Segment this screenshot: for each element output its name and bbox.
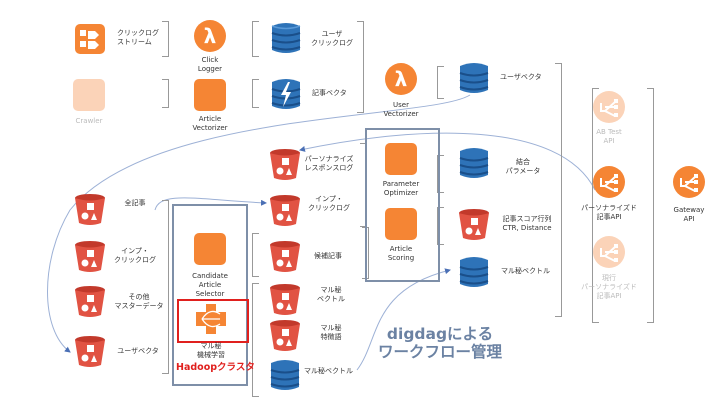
- label-crawler: Crawler: [75, 117, 103, 125]
- s3-bucket-icon[interactable]: [73, 285, 107, 319]
- wire-bracket-to-response-log: [299, 132, 596, 191]
- s3-bucket-icon[interactable]: [73, 193, 107, 227]
- label-article-scoring: Article Scoring: [387, 245, 415, 262]
- label-candidate-articles: 候補記事: [314, 252, 342, 260]
- bracket: [437, 207, 444, 245]
- s3-bucket-icon[interactable]: [268, 283, 302, 317]
- kinesis-stream-icon[interactable]: [75, 24, 105, 54]
- label-personalized-api: パーソナライズド 記事API: [581, 204, 637, 221]
- label-user-vectorizer: User Vectorizer: [383, 101, 419, 118]
- label-user-vector-s3: ユーザベクタ: [117, 347, 159, 355]
- compute-instance-icon[interactable]: [73, 79, 105, 111]
- label-all-articles: 全記事: [124, 199, 146, 207]
- load-balancer-icon[interactable]: [593, 166, 625, 198]
- label-imp-click-log-upper: インプ・ クリックログ: [308, 195, 350, 212]
- label-user-vector: ユーザベクタ: [500, 73, 542, 81]
- bracket: [252, 79, 259, 108]
- digdag-workflow-label: digdagによる ワークフロー管理: [378, 325, 503, 361]
- bracket: [437, 66, 444, 99]
- label-combined-params: 結合 パラメータ: [505, 158, 541, 175]
- wire-secretvector-to-db: [356, 268, 451, 371]
- dynamodb-icon[interactable]: [457, 255, 491, 289]
- label-secret-vector-db: マル秘ベクトル: [501, 267, 550, 275]
- s3-bucket-icon[interactable]: [268, 319, 302, 353]
- digdag-frame: [365, 128, 440, 282]
- label-candidate-selector: Candidate Article Selector: [192, 272, 228, 298]
- label-ab-test-api: AB Test API: [596, 128, 622, 145]
- label-gateway-api: Gateway API: [673, 206, 705, 223]
- s3-bucket-icon[interactable]: [73, 335, 107, 369]
- svg-text:λ: λ: [395, 67, 408, 91]
- svg-text:λ: λ: [204, 24, 217, 48]
- s3-bucket-icon[interactable]: [268, 148, 302, 182]
- bracket: [555, 63, 562, 317]
- load-balancer-icon[interactable]: [593, 91, 625, 123]
- bracket: [252, 283, 259, 397]
- label-secret-vector-s3: マル秘 ベクトル: [317, 286, 345, 303]
- s3-bucket-icon[interactable]: [268, 194, 302, 228]
- dynamodb-stream-icon[interactable]: [269, 77, 303, 111]
- compute-instance-icon[interactable]: [194, 79, 226, 111]
- hadoop-frame: [172, 204, 248, 386]
- bracket: [252, 21, 259, 57]
- label-click-stream: クリックログ ストリーム: [117, 29, 159, 46]
- label-secret-features: マル秘 特徴語: [320, 324, 342, 341]
- compute-instance-icon[interactable]: [194, 233, 226, 265]
- label-secret-vector-db2: マル秘ベクトル: [304, 367, 353, 375]
- label-personalize-response-log: パーソナライズ レスポンスログ: [304, 155, 354, 172]
- label-secret-ml: マル秘 機械学習: [197, 342, 225, 359]
- load-balancer-icon[interactable]: [673, 166, 705, 198]
- hadoop-cluster-label: Hadoopクラスタ: [176, 362, 255, 373]
- s3-bucket-icon[interactable]: [457, 208, 491, 242]
- bracket: [162, 200, 169, 374]
- wire-uservector-to-s3: [47, 94, 471, 353]
- label-article-vectorizer: Article Vectorizer: [192, 115, 228, 132]
- bracket: [162, 79, 169, 108]
- dynamodb-icon[interactable]: [457, 146, 491, 180]
- label-click-logger: Click Logger: [197, 56, 223, 73]
- label-article-vector: 記事ベクタ: [312, 89, 347, 97]
- bracket: [647, 88, 654, 323]
- label-other-master: その他 マスターデータ: [114, 293, 164, 310]
- label-user-click-log: ユーザ クリックログ: [311, 30, 353, 47]
- compute-instance-icon[interactable]: [385, 143, 417, 175]
- dynamodb-icon[interactable]: [457, 61, 491, 95]
- emr-cluster-icon[interactable]: [194, 302, 228, 336]
- bracket: [592, 88, 599, 323]
- s3-bucket-icon[interactable]: [268, 240, 302, 274]
- bracket: [357, 21, 364, 113]
- label-imp-click-log: インプ・ クリックログ: [114, 247, 156, 264]
- load-balancer-icon[interactable]: [593, 236, 625, 268]
- label-parameter-optimizer: Parameter Optimizer: [382, 180, 420, 197]
- label-current-personalized-api: 現行 パーソナライズド 記事API: [581, 274, 637, 300]
- bracket: [162, 21, 169, 57]
- bracket: [437, 155, 444, 193]
- lambda-icon[interactable]: λ: [385, 63, 417, 95]
- label-article-score-matrix: 記事スコア行列 CTR, Distance: [502, 215, 552, 232]
- dynamodb-icon[interactable]: [268, 358, 302, 392]
- dynamodb-icon[interactable]: [269, 21, 303, 55]
- s3-bucket-icon[interactable]: [73, 240, 107, 274]
- compute-instance-icon[interactable]: [385, 208, 417, 240]
- wire-selector-to-impclick: [154, 197, 267, 211]
- bracket: [252, 233, 259, 277]
- ml-highlight-box: [177, 299, 249, 343]
- lambda-icon[interactable]: λ: [194, 20, 226, 52]
